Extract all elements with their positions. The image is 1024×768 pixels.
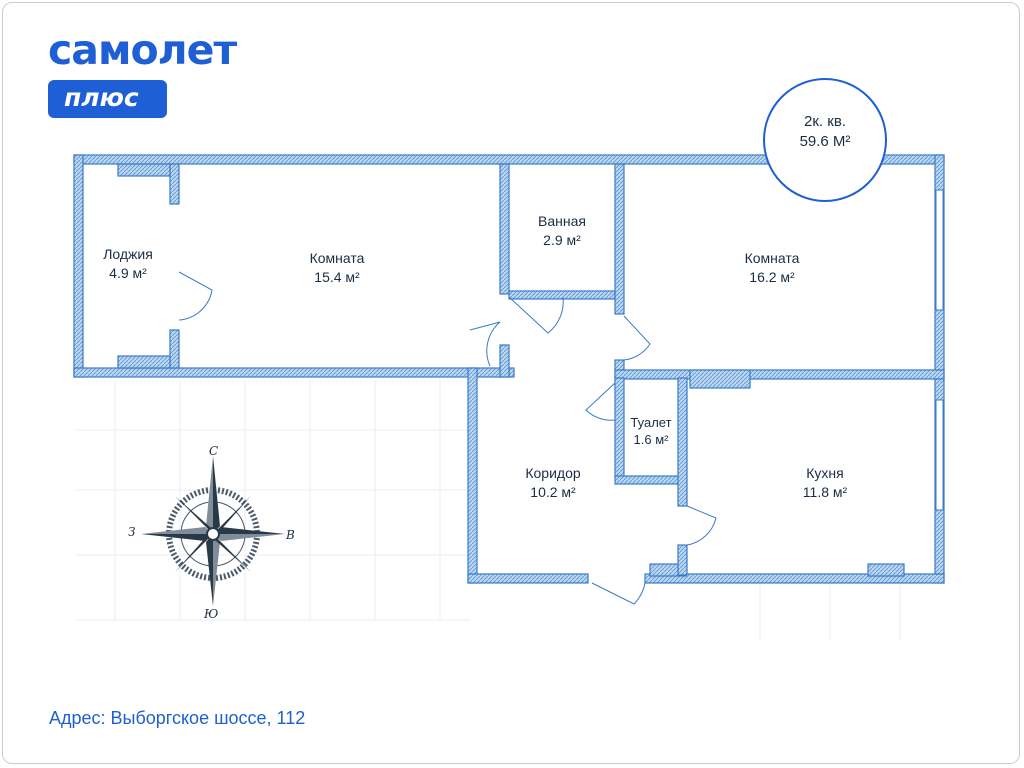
compass-east-label: В — [286, 528, 295, 542]
compass-west-label: З — [128, 525, 136, 539]
total-area-circle — [763, 78, 887, 202]
brand-logo-wordmark: самолет — [48, 26, 237, 74]
brand-badge-text: плюс — [64, 83, 139, 112]
apartment-total-area: 59.6 М² — [799, 133, 851, 150]
room-name-toilet: Туалет — [630, 415, 672, 430]
compass-south-label: Ю — [204, 607, 219, 621]
room-name-kitchen: Кухня — [806, 465, 844, 481]
room-name-loggia: Лоджия — [103, 246, 153, 262]
brand-logo-badge: плюс — [48, 80, 167, 118]
room-area-bathroom: 2.9 м² — [543, 232, 581, 248]
address-text: Адрес: Выборгское шоссе, 112 — [49, 708, 306, 728]
room-name-room-1: Комната — [309, 250, 365, 266]
compass-north-label: С — [209, 444, 219, 458]
room-area-room-1: 15.4 м² — [314, 269, 360, 285]
room-area-toilet: 1.6 м² — [633, 432, 669, 447]
windows — [935, 189, 944, 511]
apartment-type: 2к. кв. — [804, 113, 846, 130]
background-grid — [75, 380, 901, 640]
compass-rose — [141, 456, 285, 606]
walls — [73, 154, 945, 584]
room-area-loggia: 4.9 м² — [109, 265, 147, 281]
door-swings — [178, 271, 717, 605]
room-name-corridor: Коридор — [525, 465, 581, 481]
room-area-corridor: 10.2 м² — [530, 484, 576, 500]
room-name-room-2: Комната — [744, 250, 800, 266]
room-area-room-2: 16.2 м² — [749, 269, 795, 285]
room-name-bathroom: Ванная — [538, 213, 586, 229]
room-area-kitchen: 11.8 м² — [802, 484, 848, 500]
